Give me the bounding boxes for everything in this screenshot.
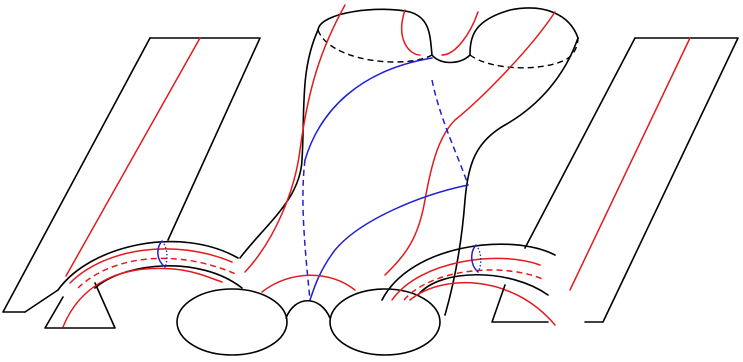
left-handle bbox=[57, 240, 243, 328]
right-sheet bbox=[491, 37, 739, 323]
left-sheet bbox=[2, 37, 261, 329]
right-handle bbox=[381, 243, 556, 326]
bottom-discs bbox=[176, 274, 441, 356]
central-body bbox=[239, 4, 579, 316]
